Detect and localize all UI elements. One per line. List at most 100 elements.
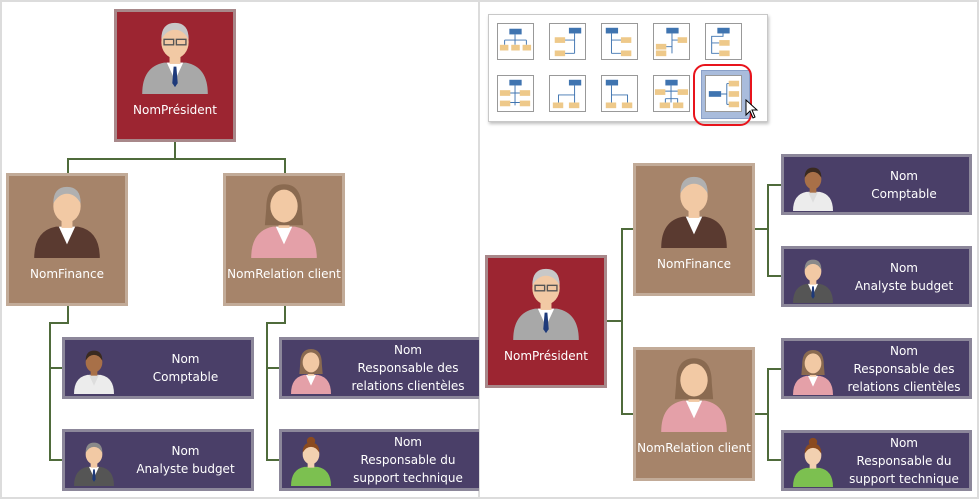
node-name: Nom: [657, 257, 686, 271]
connector-line: [67, 158, 69, 173]
node-name: Nom: [133, 103, 162, 117]
connector-line: [266, 367, 279, 369]
avatar-senior-man-icon: [513, 268, 579, 340]
layout-option-left-to-right[interactable]: [705, 75, 742, 112]
connector-line: [767, 368, 781, 370]
node-name: Nom: [393, 343, 422, 357]
avatar-woman-pink-icon: [251, 184, 317, 258]
layout-right-branch-compact-icon: [711, 27, 730, 57]
connector-line: [755, 228, 768, 230]
node-name: Nom: [889, 168, 918, 183]
avatar-senior-man-icon: [142, 22, 208, 94]
connector-line: [767, 184, 769, 277]
connector-line: [49, 322, 69, 324]
node-name: Nom: [30, 267, 59, 281]
node-name: Nom: [171, 352, 200, 366]
node-title: Responsable du support technique: [353, 453, 463, 485]
node-title: Responsable du support technique: [849, 453, 959, 486]
node-title: Relation client: [255, 267, 341, 281]
avatar-woman-pink-icon: [661, 358, 727, 432]
node-title: Responsable des relations clientèles: [847, 361, 961, 394]
node-title: Analyste budget: [854, 278, 954, 293]
layout-option-right-branch[interactable]: [601, 23, 638, 60]
node-title: Responsable des relations clientèles: [351, 361, 465, 393]
connector-line: [49, 367, 62, 369]
connector-line: [266, 459, 279, 461]
node-title: Finance: [58, 267, 104, 281]
connector-line: [621, 228, 633, 230]
layout-option-top-down-left[interactable]: [549, 75, 586, 112]
connector-line: [284, 158, 286, 173]
layout-right-branch-icon: [605, 27, 632, 57]
layout-option-right-branch-compact[interactable]: [705, 23, 742, 60]
layout-option-top-down-multi[interactable]: [653, 75, 690, 112]
node-name: Nom: [637, 441, 666, 455]
node-title: Président: [532, 349, 588, 363]
connector-line: [49, 322, 51, 461]
connector-line: [767, 275, 781, 277]
layout-top-down-multi-icon: [654, 79, 689, 109]
layout-option-top-down-right[interactable]: [601, 75, 638, 112]
selection-highlight-ring: [693, 64, 752, 126]
avatar-woman-green-icon: [291, 436, 331, 486]
connector-line: [49, 459, 62, 461]
node-name: Nom: [504, 349, 533, 363]
avatar-man-grey-suit-icon: [793, 259, 833, 303]
layout-option-mixed-branch[interactable]: [653, 23, 690, 60]
node-name: Nom: [889, 435, 918, 450]
node-name: Nom: [889, 343, 918, 358]
avatar-grey-man-brown-suit-icon: [34, 186, 100, 258]
node-title: Analyste budget: [136, 462, 235, 476]
connector-line: [767, 459, 781, 461]
layout-left-branch-icon: [554, 27, 582, 57]
left-node-finance[interactable]: NomFinance: [6, 173, 128, 306]
connector-line: [767, 184, 781, 186]
layout-top-down-icon: [499, 28, 532, 51]
node-title: Comptable: [152, 370, 219, 384]
avatar-man-white-shirt-icon: [74, 350, 114, 394]
layout-top-down-right-icon: [605, 79, 633, 109]
connector-line: [266, 322, 286, 324]
node-name: Nom: [227, 267, 256, 281]
layout-option-left-branch[interactable]: [549, 23, 586, 60]
layout-mixed-branch-icon: [655, 27, 688, 57]
connector-line: [767, 368, 769, 461]
connector-line: [67, 306, 69, 323]
layout-option-top-down-split[interactable]: [497, 75, 534, 112]
connector-line: [174, 142, 176, 159]
avatar-woman-green-icon: [793, 437, 833, 487]
node-name: Nom: [171, 444, 200, 458]
connector-line: [755, 413, 768, 415]
layout-left-to-right-icon: [708, 80, 740, 108]
left-node-president[interactable]: NomPrésident: [114, 9, 236, 142]
right-node-finance[interactable]: NomFinance: [633, 163, 755, 296]
right-node-president[interactable]: NomPrésident: [485, 255, 607, 388]
avatar-grey-man-brown-suit-icon: [661, 176, 727, 248]
avatar-man-grey-suit-icon: [74, 442, 114, 486]
node-name: Nom: [889, 260, 918, 275]
avatar-man-white-shirt-icon: [793, 167, 833, 211]
node-title: Relation client: [665, 441, 751, 455]
mouse-cursor-icon: [745, 99, 759, 119]
layout-option-top-down[interactable]: [497, 23, 534, 60]
connector-line: [284, 306, 286, 323]
connector-line: [621, 413, 633, 415]
node-title: Président: [161, 103, 217, 117]
connector-line: [621, 228, 623, 415]
connector-line: [607, 320, 621, 322]
right-node-relation[interactable]: NomRelation client: [633, 347, 755, 481]
node-name: Nom: [393, 435, 422, 449]
left-node-relation[interactable]: NomRelation client: [223, 173, 345, 306]
node-title: Finance: [685, 257, 731, 271]
connector-line: [266, 322, 268, 461]
avatar-woman-pink-icon: [793, 350, 833, 395]
connector-line: [67, 158, 286, 160]
